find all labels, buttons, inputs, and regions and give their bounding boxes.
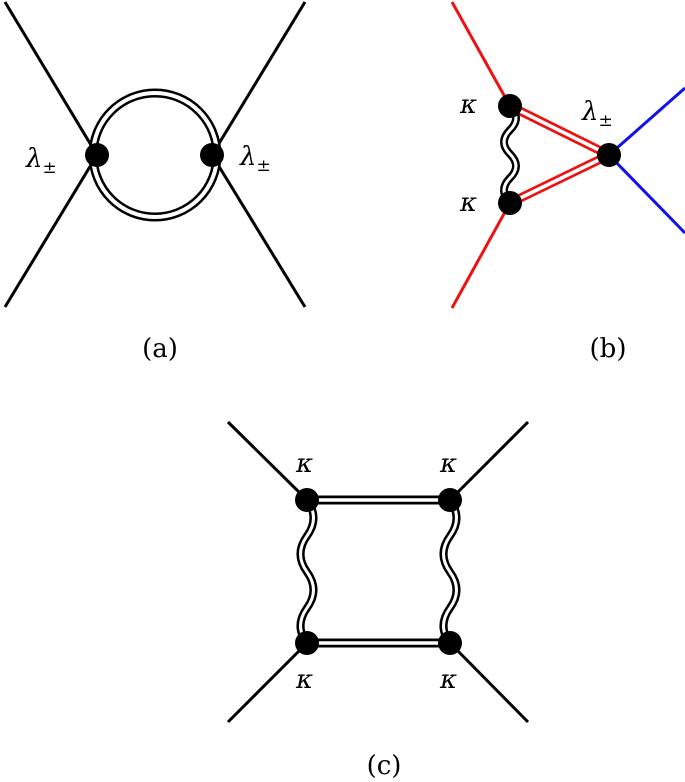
- c-bottom-left-label: κ: [295, 665, 313, 695]
- b-external-leg-bottom: [450, 202, 512, 309]
- c-top-left-label: κ: [295, 449, 313, 479]
- diagram-a: λ± λ± (a): [3, 1, 307, 364]
- b-vertex-right: [597, 143, 621, 167]
- b-caption: (b): [590, 334, 627, 364]
- a-loop-inner: [91, 91, 219, 219]
- a-vertex-right-label: λ±: [239, 142, 271, 176]
- b-vertex-right-label: λ±: [581, 97, 613, 131]
- a-vertex-right: [200, 143, 224, 167]
- c-top-right-label: κ: [439, 449, 457, 479]
- c-vertex-bottom-right: [438, 631, 462, 655]
- b-vertex-top-label: κ: [459, 90, 477, 120]
- b-vertex-bottom: [498, 191, 522, 215]
- c-wavy-left-inner: [299, 499, 315, 644]
- a-external-leg-top-right: [210, 1, 307, 156]
- a-external-leg-bottom-right: [210, 154, 307, 308]
- c-vertex-bottom-left: [295, 631, 319, 655]
- c-external-leg-bottom-left: [226, 641, 309, 724]
- b-internal-line-upper-inner: [509, 104, 610, 157]
- a-vertex-left: [85, 143, 109, 167]
- c-vertex-top-left: [295, 488, 319, 512]
- c-external-leg-bottom-right: [448, 641, 530, 724]
- a-vertex-left-label: λ±: [25, 144, 57, 178]
- a-caption: (a): [142, 334, 178, 364]
- c-external-leg-top-left: [226, 420, 309, 502]
- c-vertex-top-right: [438, 488, 462, 512]
- c-bottom-right-label: κ: [439, 665, 457, 695]
- c-external-leg-top-right: [448, 420, 530, 502]
- c-wavy-right-inner: [442, 499, 458, 644]
- b-external-leg-upper-right: [608, 86, 685, 157]
- diagram-c: κ κ κ κ (c): [226, 420, 530, 781]
- b-external-leg-top: [450, 1, 512, 107]
- b-wavy-line-inner: [502, 104, 518, 205]
- b-vertex-top: [498, 94, 522, 118]
- b-external-leg-lower-right: [607, 153, 685, 235]
- b-internal-line-lower-inner: [509, 153, 610, 205]
- b-vertex-bottom-label: κ: [459, 188, 477, 218]
- diagram-b: κ κ λ± (b): [450, 1, 685, 364]
- c-caption: (c): [367, 751, 402, 781]
- a-external-leg-top-left: [3, 1, 99, 156]
- a-external-leg-bottom-left: [3, 154, 99, 308]
